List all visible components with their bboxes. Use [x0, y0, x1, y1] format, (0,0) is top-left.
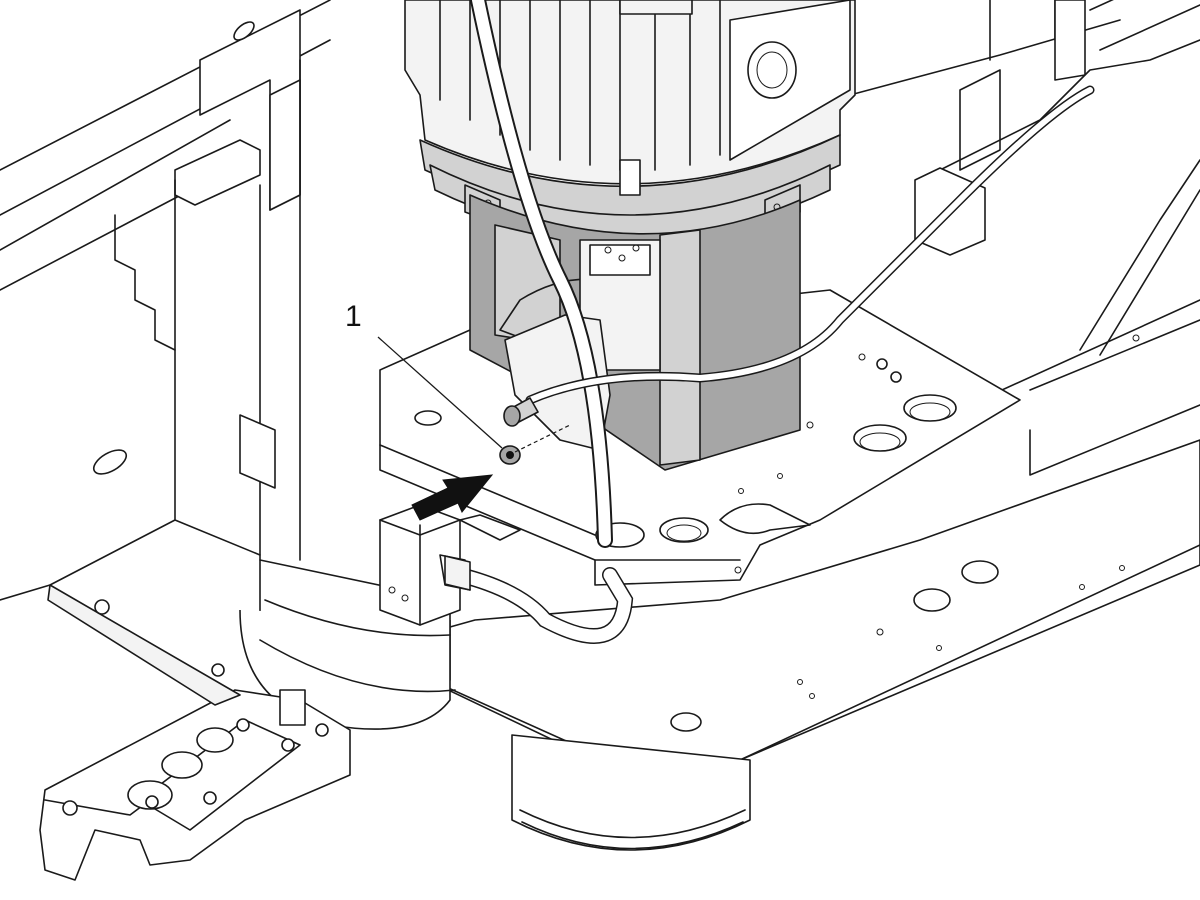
arrow-icon [411, 474, 494, 521]
callout-leader-line [377, 336, 503, 449]
air-line-secondary [503, 85, 1095, 427]
air-hose-main [470, 0, 613, 548]
assembly-guide-line [514, 424, 571, 453]
lower-spindle [239, 559, 751, 851]
air-hose-loop [444, 555, 634, 644]
callout-number: 1 [345, 300, 362, 333]
tool-gripper [39, 584, 351, 881]
fitting-nut [499, 445, 521, 465]
machine-frame [0, 0, 331, 601]
